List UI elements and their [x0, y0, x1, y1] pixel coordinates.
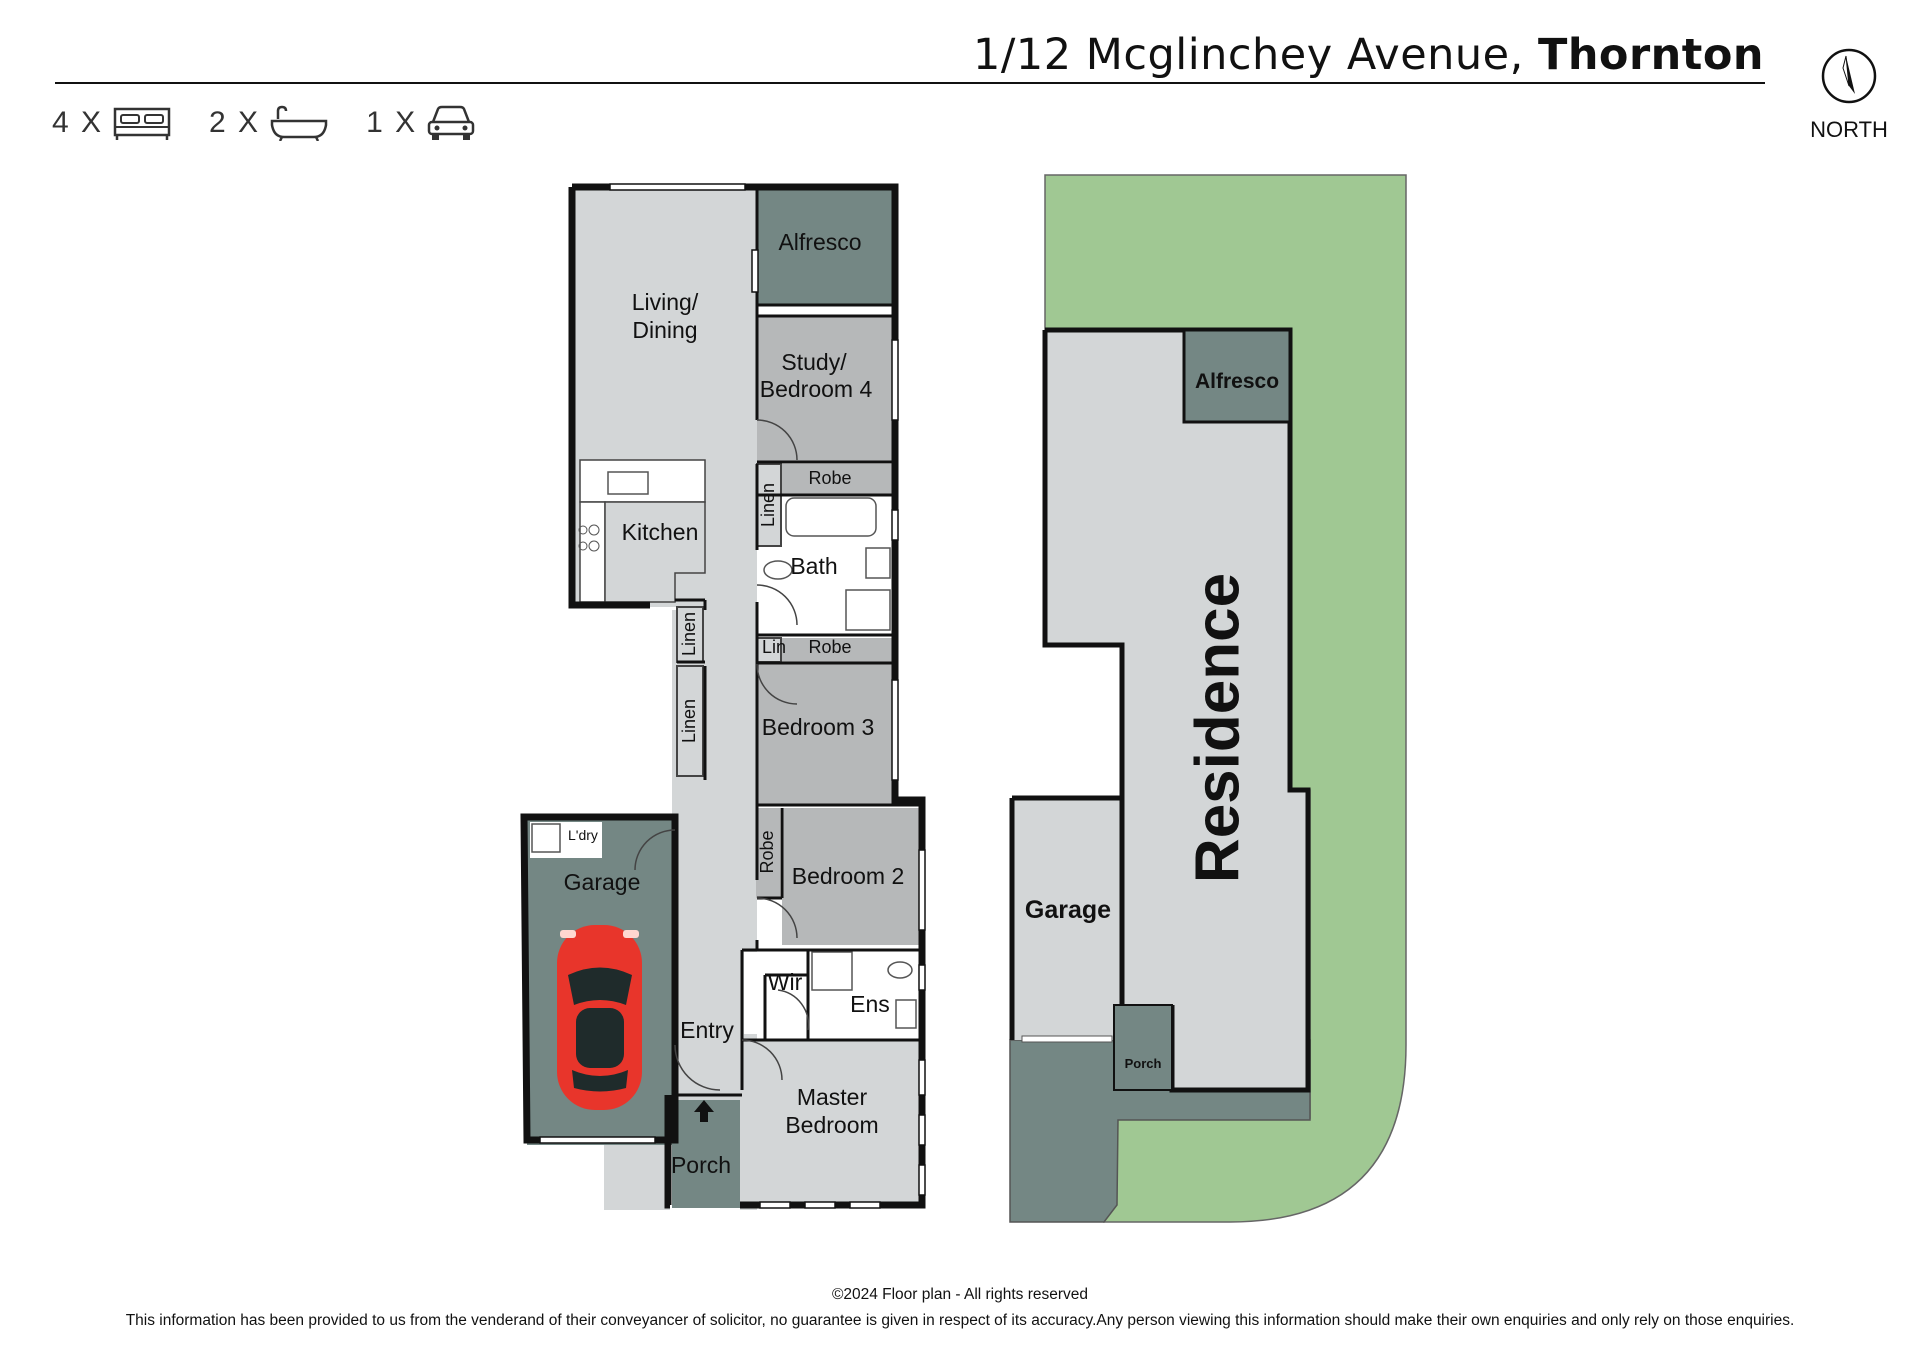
label-linen-1: Linen	[758, 483, 778, 527]
ensuite-toilet-icon	[887, 961, 913, 979]
bed-icon	[113, 107, 171, 140]
compass-icon	[1821, 48, 1877, 104]
car-count: 1 X	[366, 106, 418, 139]
linen-closet-3	[676, 665, 704, 777]
robe-3	[756, 808, 780, 898]
toilet-icon	[763, 560, 793, 580]
label-master-2: Bedroom	[785, 1112, 878, 1138]
entry-arrow-icon	[694, 1100, 714, 1122]
study-room	[757, 317, 892, 462]
label-linen-2: Linen	[679, 612, 699, 656]
bath-icon	[270, 105, 328, 141]
label-laundry: L'dry	[568, 827, 598, 843]
shower-icon	[845, 589, 891, 631]
label-linen-3: Linen	[679, 699, 699, 743]
vanity-icon	[865, 547, 891, 579]
label-master-1: Master	[797, 1084, 868, 1110]
label-bedroom-2: Bedroom 2	[792, 863, 905, 889]
property-address: 1/12 Mcglinchey Avenue, Thornton	[973, 30, 1764, 80]
amenities-bar: 4 X 2 X 1 X	[52, 104, 475, 142]
label-robe-3: Robe	[757, 830, 777, 873]
label-living-1: Living/	[632, 289, 699, 315]
label-alfresco: Alfresco	[778, 229, 861, 255]
residence-area	[1012, 330, 1308, 1090]
bedroom-3-room	[757, 664, 892, 804]
linen-closet-2	[676, 606, 704, 663]
ensuite-vanity-icon	[895, 999, 917, 1029]
bathtub-icon	[785, 497, 877, 537]
site-plan: Alfresco Garage Porch Residence	[1009, 174, 1407, 1223]
disclaimer-text: This information has been provided to us…	[125, 1312, 1795, 1329]
site-label-alfresco: Alfresco	[1195, 370, 1279, 393]
site-label-porch: Porch	[1125, 1056, 1162, 1071]
site-label-garage: Garage	[1025, 896, 1111, 924]
master-bedroom-room	[744, 1040, 920, 1204]
amenity-bathrooms: 2 X	[209, 105, 328, 141]
car-icon	[427, 105, 475, 140]
header-rule	[55, 82, 1765, 84]
site-label-residence: Residence	[1183, 573, 1252, 883]
bedroom-count: 4 X	[52, 106, 104, 139]
floor-plan: Living/ Dining Alfresco Study/ Bedroom 4…	[520, 183, 926, 1210]
north-indicator: NORTH	[1804, 46, 1894, 143]
label-bedroom-3: Bedroom 3	[762, 714, 875, 740]
address-suburb: Thornton	[1537, 30, 1764, 80]
north-label: NORTH	[1810, 117, 1888, 142]
label-garage: Garage	[564, 869, 641, 895]
copyright-text: ©2024 Floor plan - All rights reserved	[831, 1286, 1089, 1303]
bathroom-count: 2 X	[209, 106, 261, 139]
label-study-2: Bedroom 4	[760, 376, 873, 402]
label-porch: Porch	[671, 1152, 731, 1178]
label-living-2: Dining	[632, 317, 697, 343]
lin-closet	[756, 637, 782, 663]
site-alfresco	[1182, 328, 1292, 424]
label-robe-2: Robe	[808, 637, 851, 657]
amenity-bedrooms: 4 X	[52, 105, 171, 141]
label-bath: Bath	[790, 553, 837, 579]
ensuite-shower-icon	[811, 951, 853, 991]
amenity-carspaces: 1 X	[366, 104, 475, 142]
alfresco-room	[757, 187, 897, 305]
label-ens: Ens	[850, 991, 890, 1017]
bedroom-2-room	[782, 808, 922, 945]
label-study-1: Study/	[781, 349, 847, 375]
address-street: 1/12 Mcglinchey Avenue,	[973, 30, 1524, 80]
site-porch	[1113, 1004, 1173, 1091]
laundry-sink-icon	[531, 823, 561, 853]
label-wir: Wir	[768, 969, 803, 995]
car-illustration	[557, 925, 642, 1110]
label-kitchen: Kitchen	[622, 519, 699, 545]
label-entry: Entry	[680, 1017, 734, 1043]
label-lin: Lin	[762, 637, 786, 657]
label-robe-1: Robe	[808, 468, 851, 488]
